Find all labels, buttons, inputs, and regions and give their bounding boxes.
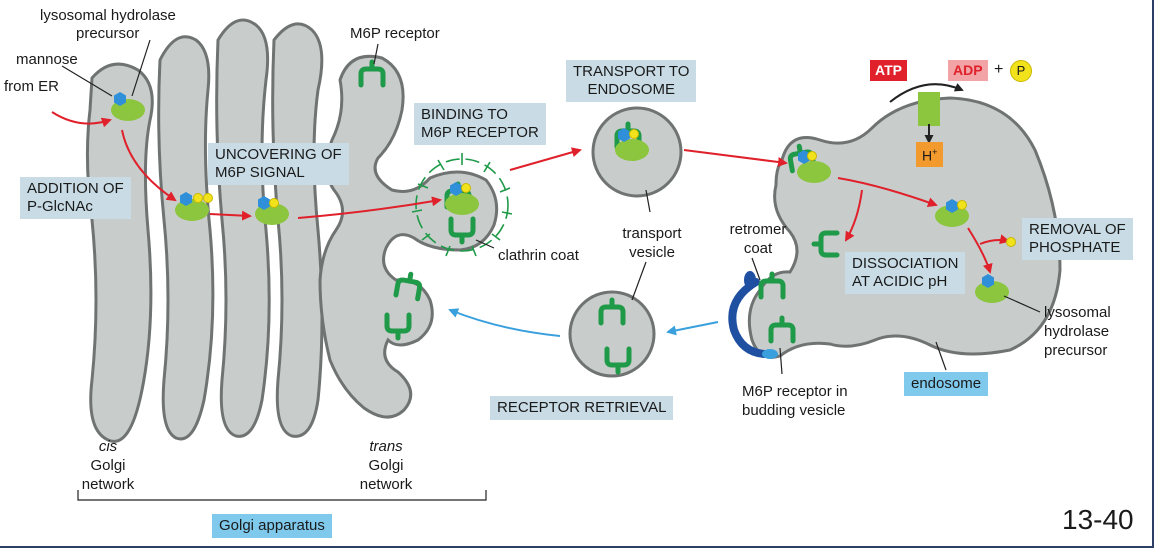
proton-pump — [889, 83, 964, 144]
hydrolase-right-line3: precursor — [1044, 342, 1108, 359]
mannose-label: mannose — [16, 51, 78, 68]
step-binding-line2: M6P RECEPTOR — [421, 124, 539, 141]
step-removal-box: REMOVAL OF PHOSPHATE — [1022, 218, 1133, 260]
figure-number: 13-40 — [1062, 504, 1134, 535]
step-uncovering-line1: UNCOVERING OF — [215, 146, 342, 163]
atp-badge: ATP — [870, 60, 907, 81]
trans-label: trans — [369, 438, 403, 455]
retrieval-vesicle — [568, 290, 656, 378]
golgi-cisterna-3 — [215, 18, 271, 438]
golgi-bracket — [77, 490, 487, 501]
cis-label: cis — [98, 438, 118, 455]
step-transport-line2: ENDOSOME — [587, 81, 675, 98]
retromer-label-line2: coat — [743, 240, 773, 257]
hydrolase-label-line1: lysosomal hydrolase — [40, 7, 176, 24]
step-transport-box: TRANSPORT TO ENDOSOME — [566, 60, 697, 102]
forward-transport-arrows — [51, 111, 1010, 274]
cis-golgi-label: Golgi — [90, 457, 126, 474]
trans-golgi-label: Golgi — [368, 457, 404, 474]
clathrin-coat-label: clathrin coat — [498, 247, 579, 264]
step-dissociation-line1: DISSOCIATION — [852, 255, 959, 272]
golgi-cisterna-2 — [157, 35, 215, 441]
endosome-box: endosome — [904, 372, 989, 396]
clathrin-coat — [411, 153, 513, 257]
transport-vesicle-label-line1: transport — [622, 225, 682, 242]
retromer-subunit-top — [744, 271, 756, 289]
transport-vesicle-label-line2: vesicle — [629, 244, 675, 261]
cis-network-label: network — [81, 476, 135, 493]
m6p-receptor-label: M6P receptor — [350, 25, 440, 42]
retrieval-arrows — [448, 308, 719, 337]
leader-lines — [61, 39, 1041, 375]
budding-vesicle-label-line2: budding vesicle — [742, 402, 846, 419]
hydrolase-right-line2: hydrolase — [1044, 323, 1110, 340]
step-addition-line1: ADDITION OF — [27, 180, 124, 197]
step-retrieval-box: RECEPTOR RETRIEVAL — [490, 396, 674, 420]
proton-label: H — [922, 147, 933, 164]
trans-network-label: network — [359, 476, 413, 493]
adp-badge: ADP — [948, 60, 988, 81]
retromer-label-line1: retromer — [729, 221, 787, 238]
hydrolase-label-line2: precursor — [76, 25, 140, 42]
step-transport-line1: TRANSPORT TO — [573, 63, 690, 80]
mannose-markers — [114, 92, 994, 288]
proton-badge: H+ — [916, 142, 944, 167]
from-er-label: from ER — [4, 78, 60, 95]
golgi-apparatus-box: Golgi apparatus — [212, 514, 332, 538]
retromer-coat — [728, 278, 768, 358]
hydrolase-right-line1: lysosomal — [1044, 304, 1111, 321]
proton-charge: + — [932, 147, 938, 157]
step-uncovering-box: UNCOVERING OF M6P SIGNAL — [208, 143, 349, 185]
step-binding-box: BINDING TO M6P RECEPTOR — [414, 103, 546, 145]
budding-vesicle-label-line1: M6P receptor in — [742, 383, 848, 400]
phosphate-badge: P — [1010, 60, 1032, 82]
step-removal-line2: PHOSPHATE — [1029, 239, 1121, 256]
golgi-cisterna-4 — [271, 22, 324, 438]
cis-golgi-cisterna — [85, 62, 154, 443]
step-addition-line2: P-GlcNAc — [27, 198, 93, 215]
step-binding-line1: BINDING TO — [421, 106, 508, 123]
step-removal-line1: REMOVAL OF — [1029, 221, 1126, 238]
step-uncovering-line2: M6P SIGNAL — [215, 164, 305, 181]
step-addition-box: ADDITION OF P-GlcNAc — [20, 177, 131, 219]
retromer-subunit-bottom — [762, 349, 778, 359]
step-dissociation-box: DISSOCIATION AT ACIDIC pH — [845, 252, 966, 294]
plus-sign: + — [994, 61, 1004, 78]
step-dissociation-line2: AT ACIDIC pH — [852, 273, 948, 290]
phosphate-markers — [193, 129, 1016, 247]
